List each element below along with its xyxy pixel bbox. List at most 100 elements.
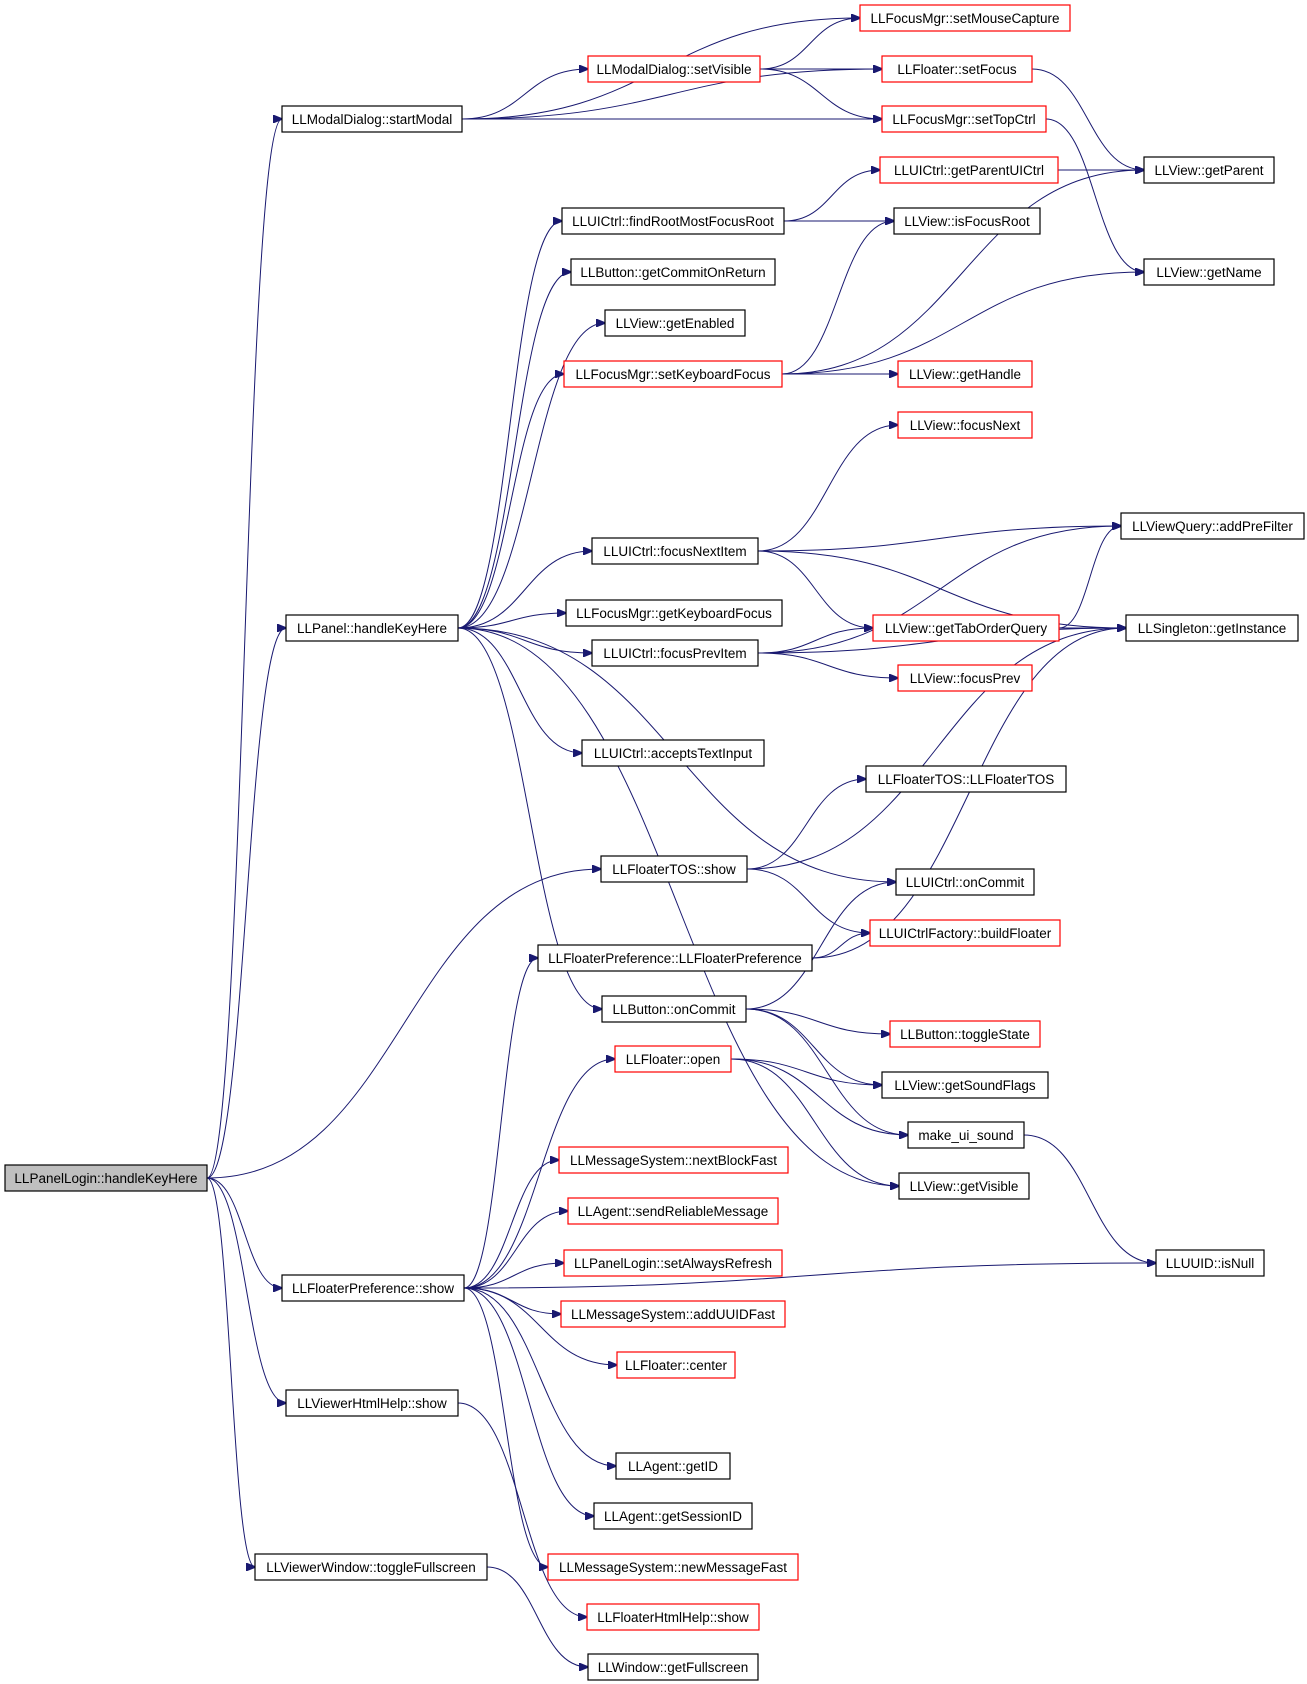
node-llmodaldialog-setvisible[interactable]: LLModalDialog::setVisible — [587, 55, 761, 83]
node-llagent-getsessionid[interactable]: LLAgent::getSessionID — [593, 1502, 753, 1530]
node-llfocusmgr-setkeyboardfocus[interactable]: LLFocusMgr::setKeyboardFocus — [563, 360, 783, 388]
node-label: LLFocusMgr::setKeyboardFocus — [575, 367, 770, 382]
node-llfocusmgr-getkeyboardfocus[interactable]: LLFocusMgr::getKeyboardFocus — [565, 599, 783, 627]
node-box — [897, 411, 1033, 439]
node-lluictrl-focusnextitem[interactable]: LLUICtrl::focusNextItem — [591, 537, 759, 565]
node-llviewquery-addprefilter[interactable]: LLViewQuery::addPreFilter — [1120, 512, 1305, 540]
node-lluictrlfactory-buildfloater[interactable]: LLUICtrlFactory::buildFloater — [869, 919, 1061, 947]
node-llbutton-getcommitonreturn[interactable]: LLButton::getCommitOnReturn — [570, 258, 776, 286]
node-box — [881, 55, 1033, 83]
node-llmessagesystem-newmessagefast[interactable]: LLMessageSystem::newMessageFast — [547, 1553, 799, 1581]
node-llwindow-getfullscreen[interactable]: LLWindow::getFullscreen — [587, 1653, 759, 1681]
node-llmodaldialog-startmodal[interactable]: LLModalDialog::startModal — [281, 105, 463, 133]
node-llfloaterpreference-llfloaterpreference[interactable]: LLFloaterPreference::LLFloaterPreference — [537, 944, 813, 972]
node-box — [547, 1553, 799, 1581]
node-label: LLFloaterTOS::show — [612, 862, 736, 877]
edge-n34-n38 — [1023, 1134, 1156, 1263]
node-box — [897, 664, 1033, 692]
node-llview-gethandle[interactable]: LLView::getHandle — [897, 360, 1033, 388]
edge-n22-n20 — [757, 628, 873, 654]
edge-n0-n19 — [206, 628, 286, 1179]
edge-n47-n49 — [486, 1566, 588, 1667]
node-label: LLUICtrl::findRootMostFocusRoot — [572, 214, 774, 229]
node-make-ui-sound[interactable]: make_ui_sound — [907, 1121, 1025, 1149]
edge-n0-n1 — [206, 119, 282, 1179]
node-llmessagesystem-adduuidfast[interactable]: LLMessageSystem::addUUIDFast — [560, 1300, 786, 1328]
node-label: LLModalDialog::setVisible — [596, 62, 751, 77]
node-lluictrl-findrootmostfocusroot[interactable]: LLUICtrl::findRootMostFocusRoot — [561, 207, 785, 235]
node-label: LLView::getSoundFlags — [894, 1078, 1036, 1093]
node-label: LLModalDialog::startModal — [292, 112, 453, 127]
edge-n17-n20 — [757, 550, 873, 628]
node-llfloaterpreference-show[interactable]: LLFloaterPreference::show — [281, 1274, 465, 1302]
node-llfloater-center[interactable]: LLFloater::center — [616, 1351, 736, 1379]
node-box — [254, 1553, 488, 1581]
node-llbutton-togglestate[interactable]: LLButton::toggleState — [889, 1020, 1041, 1048]
node-label: LLFloater::open — [626, 1052, 721, 1067]
node-llfloatertos-llfloatertos[interactable]: LLFloaterTOS::LLFloaterTOS — [865, 765, 1067, 793]
node-label: LLUICtrlFactory::buildFloater — [879, 926, 1052, 941]
node-box — [881, 1071, 1049, 1099]
node-label: LLViewerWindow::toggleFullscreen — [266, 1560, 476, 1575]
node-llmessagesystem-nextblockfast[interactable]: LLMessageSystem::nextBlockFast — [558, 1146, 789, 1174]
edge-n40-n38 — [463, 1263, 1156, 1289]
node-box — [281, 1274, 465, 1302]
edge-n26-n25 — [746, 779, 866, 870]
edge-n19-n12 — [457, 323, 605, 629]
node-llbutton-oncommit[interactable]: LLButton::onCommit — [601, 995, 747, 1023]
node-llview-getvisible[interactable]: LLView::getVisible — [898, 1172, 1030, 1200]
node-lluuid-isnull[interactable]: LLUUID::isNull — [1155, 1249, 1265, 1277]
node-llfloaterhtmlhelp-show[interactable]: LLFloaterHtmlHelp::show — [586, 1603, 760, 1631]
node-lluictrl-focusprevitem[interactable]: LLUICtrl::focusPrevItem — [591, 639, 759, 667]
node-llviewerhtmlhelp-show[interactable]: LLViewerHtmlHelp::show — [285, 1389, 459, 1417]
node-llview-getenabled[interactable]: LLView::getEnabled — [604, 309, 746, 337]
node-label: LLView::getParent — [1154, 163, 1263, 178]
node-box — [285, 614, 459, 642]
edge-n19-n17 — [457, 551, 592, 629]
edge-n0-n40 — [206, 1177, 282, 1288]
node-llpanel-handlekeyhere[interactable]: LLPanel::handleKeyHere — [285, 614, 459, 642]
node-llpanellogin-setalwaysrefresh[interactable]: LLPanelLogin::setAlwaysRefresh — [563, 1249, 783, 1277]
node-llfloater-setfocus[interactable]: LLFloater::setFocus — [881, 55, 1033, 83]
node-label: LLSingleton::getInstance — [1138, 621, 1287, 636]
node-llviewerwindow-togglefullscreen[interactable]: LLViewerWindow::toggleFullscreen — [254, 1553, 488, 1581]
node-label: LLFocusMgr::getKeyboardFocus — [576, 606, 772, 621]
node-lluictrl-getparentuictrl[interactable]: LLUICtrl::getParentUICtrl — [879, 156, 1059, 184]
node-label: LLFloaterTOS::LLFloaterTOS — [878, 772, 1055, 787]
node-llview-isfocusroot[interactable]: LLView::isFocusRoot — [893, 207, 1041, 235]
node-llsingleton-getinstance[interactable]: LLSingleton::getInstance — [1125, 614, 1299, 642]
edge-n22-n16 — [757, 526, 1121, 654]
node-box — [872, 614, 1060, 642]
node-box — [893, 207, 1041, 235]
node-box — [615, 1452, 731, 1480]
node-box — [898, 1172, 1030, 1200]
node-box — [586, 1603, 760, 1631]
node-llfocusmgr-setmousecapture[interactable]: LLFocusMgr::setMouseCapture — [859, 4, 1071, 32]
edge-n40-n35 — [463, 1160, 559, 1289]
node-label: LLFloaterPreference::LLFloaterPreference — [548, 951, 802, 966]
node-llagent-sendreliablemessage[interactable]: LLAgent::sendReliableMessage — [567, 1197, 779, 1225]
node-lluictrl-oncommit[interactable]: LLUICtrl::onCommit — [895, 868, 1035, 896]
node-lluictrl-acceptstextinput[interactable]: LLUICtrl::acceptsTextInput — [581, 739, 765, 767]
node-llview-getname[interactable]: LLView::getName — [1143, 258, 1275, 286]
node-llview-focusprev[interactable]: LLView::focusPrev — [897, 664, 1033, 692]
node-llfloatertos-show[interactable]: LLFloaterTOS::show — [600, 855, 748, 883]
node-llfloater-open[interactable]: LLFloater::open — [614, 1045, 732, 1073]
node-llview-getsoundflags[interactable]: LLView::getSoundFlags — [881, 1071, 1049, 1099]
edge-n19-n8 — [457, 221, 562, 629]
node-llview-focusnext[interactable]: LLView::focusNext — [897, 411, 1033, 439]
edge-n20-n16 — [1058, 526, 1121, 629]
node-label: LLPanelLogin::setAlwaysRefresh — [574, 1256, 772, 1271]
node-llview-getparent[interactable]: LLView::getParent — [1143, 156, 1275, 184]
node-label: LLView::isFocusRoot — [904, 214, 1030, 229]
edge-n19-n24 — [457, 627, 582, 753]
edge-n19-n10 — [457, 272, 571, 629]
node-llview-gettaborderquery[interactable]: LLView::getTabOrderQuery — [872, 614, 1060, 642]
nodes-layer: LLPanelLogin::handleKeyHereLLModalDialog… — [4, 4, 1305, 1681]
node-label: LLButton::onCommit — [612, 1002, 735, 1017]
node-label: LLViewerHtmlHelp::show — [297, 1396, 447, 1411]
node-label: LLUICtrl::focusNextItem — [603, 544, 746, 559]
node-llagent-getid[interactable]: LLAgent::getID — [615, 1452, 731, 1480]
node-label: LLMessageSystem::nextBlockFast — [570, 1153, 777, 1168]
node-llfocusmgr-settopctrl[interactable]: LLFocusMgr::setTopCtrl — [881, 105, 1047, 133]
